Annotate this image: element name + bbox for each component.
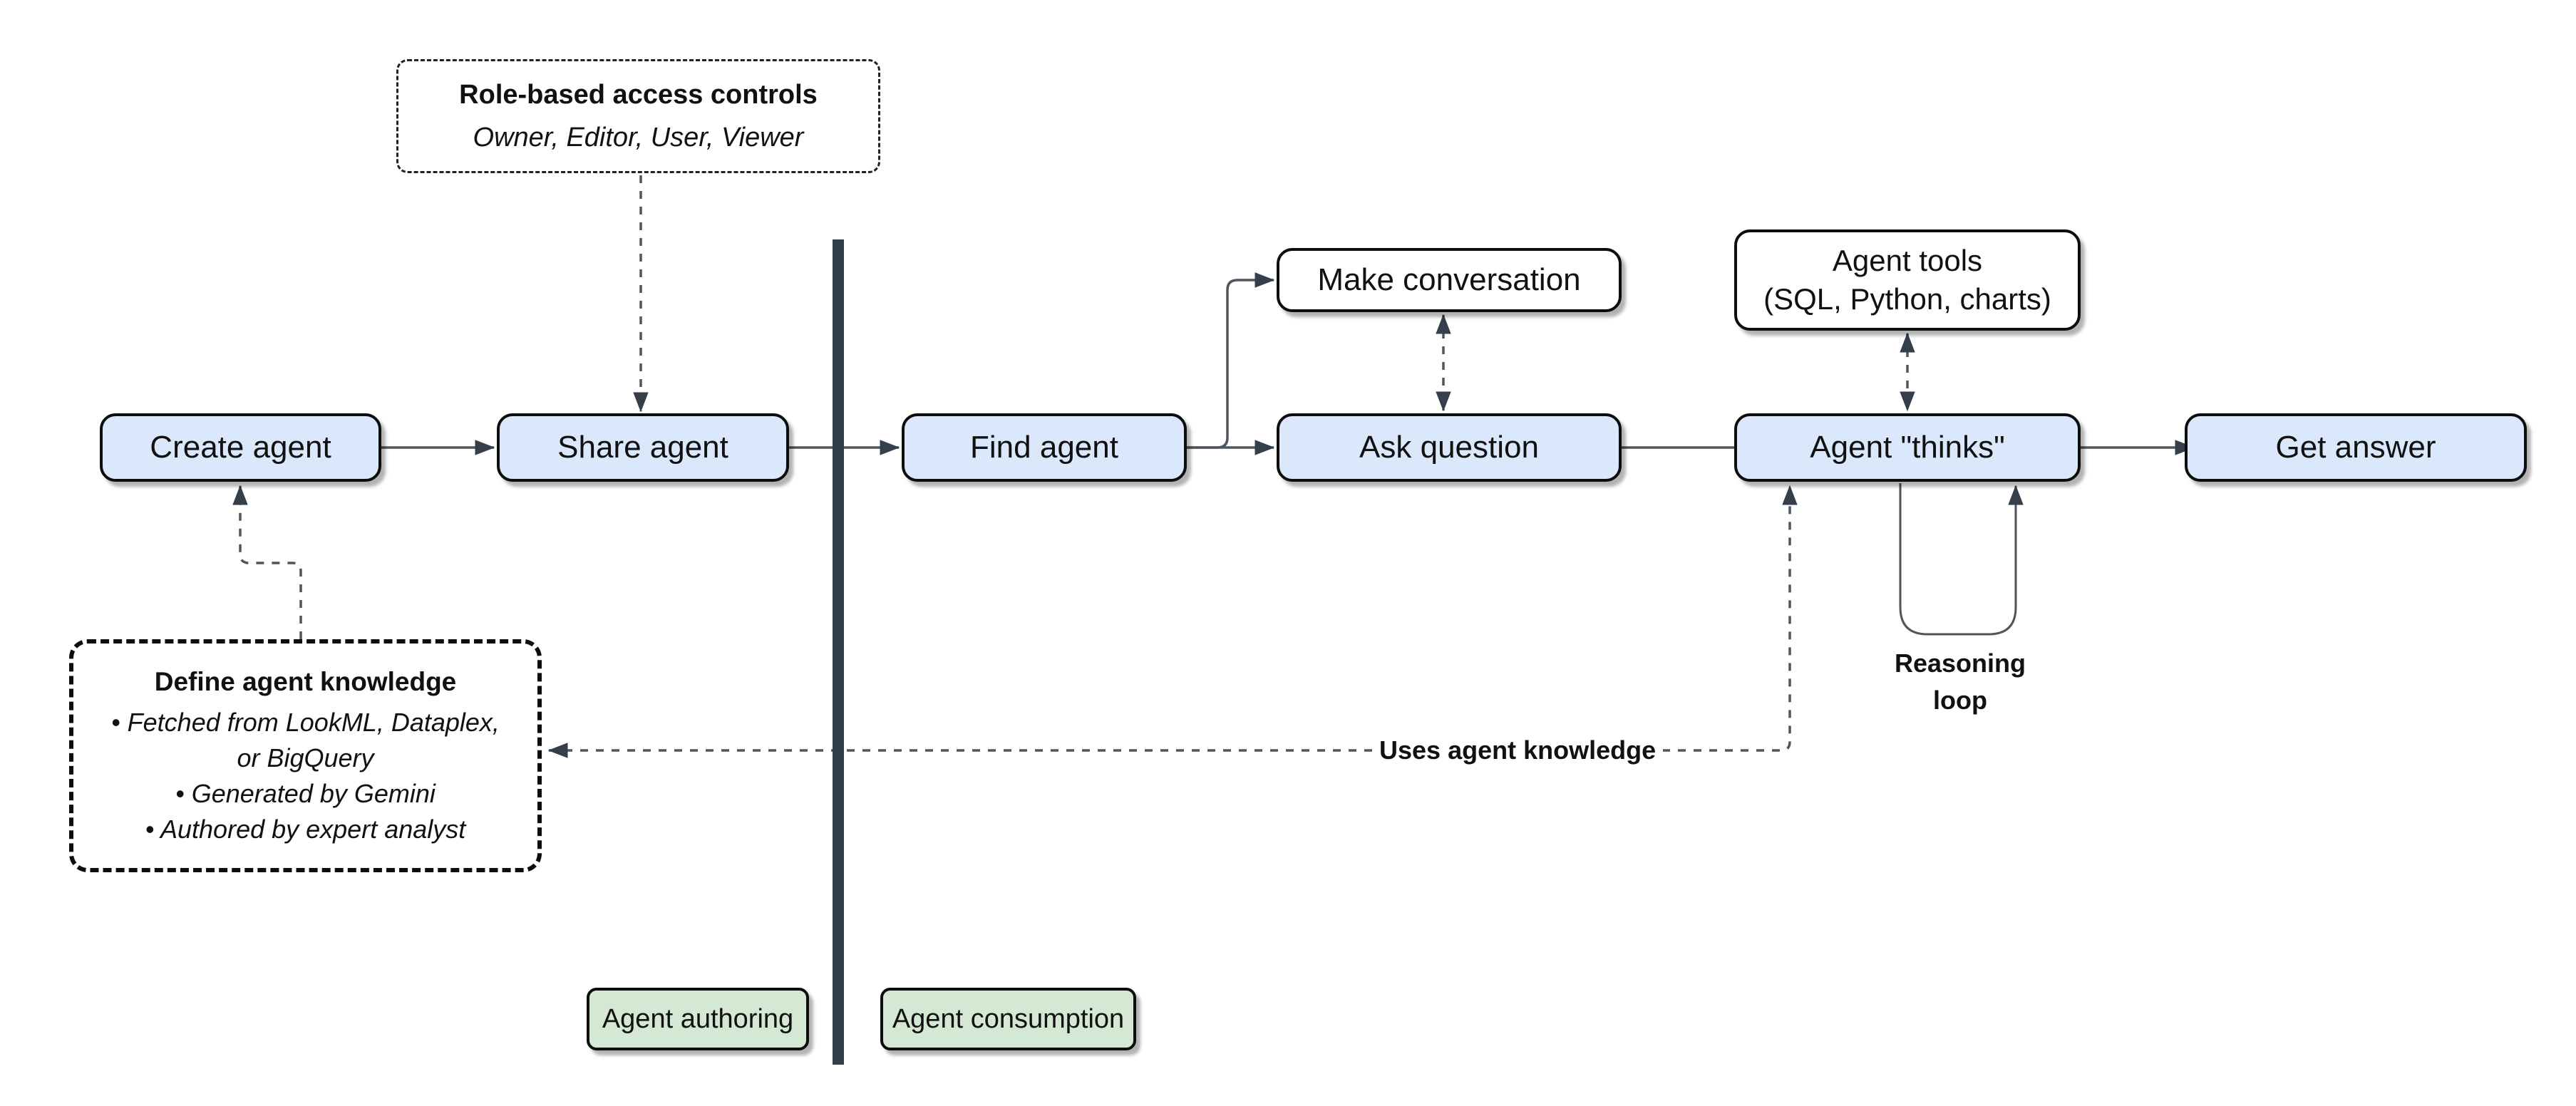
rbac-note: Role-based access controls Owner, Editor… xyxy=(396,59,880,173)
knowledge-bullet-authored: • Authored by expert analyst xyxy=(145,814,466,844)
rbac-note-roles: Owner, Editor, User, Viewer xyxy=(473,123,804,153)
lane-label-agent-authoring: Agent authoring xyxy=(587,988,809,1050)
node-share-agent: Share agent xyxy=(497,413,789,482)
connector-find-to-make-conversation xyxy=(1187,280,1274,449)
reasoning-loop-label: Reasoning loop xyxy=(1894,648,2026,715)
connector-uses-agent-knowledge xyxy=(549,486,1790,750)
node-find-agent: Find agent xyxy=(902,413,1187,482)
knowledge-note-title: Define agent knowledge xyxy=(154,666,457,696)
node-create-agent: Create agent xyxy=(100,413,381,482)
node-agent-thinks: Agent "thinks" xyxy=(1734,413,2081,482)
lane-label-agent-consumption: Agent consumption xyxy=(880,988,1136,1050)
connector-reasoning-loop xyxy=(1899,483,2016,636)
node-agent-tools: Agent tools (SQL, Python, charts) xyxy=(1734,229,2081,331)
lane-divider xyxy=(833,239,844,1065)
knowledge-bullet-fetched: • Fetched from LookML, Dataplex, or BigQ… xyxy=(111,707,500,772)
uses-agent-knowledge-label: Uses agent knowledge xyxy=(1372,732,1664,769)
rbac-note-title: Role-based access controls xyxy=(459,80,818,110)
connector-knowledge-to-create xyxy=(240,486,302,639)
node-ask-question: Ask question xyxy=(1277,413,1622,482)
knowledge-note: Define agent knowledge • Fetched from Lo… xyxy=(69,639,542,872)
node-make-conversation: Make conversation xyxy=(1277,248,1622,312)
node-get-answer: Get answer xyxy=(2185,413,2527,482)
knowledge-bullet-generated: • Generated by Gemini xyxy=(175,778,436,808)
